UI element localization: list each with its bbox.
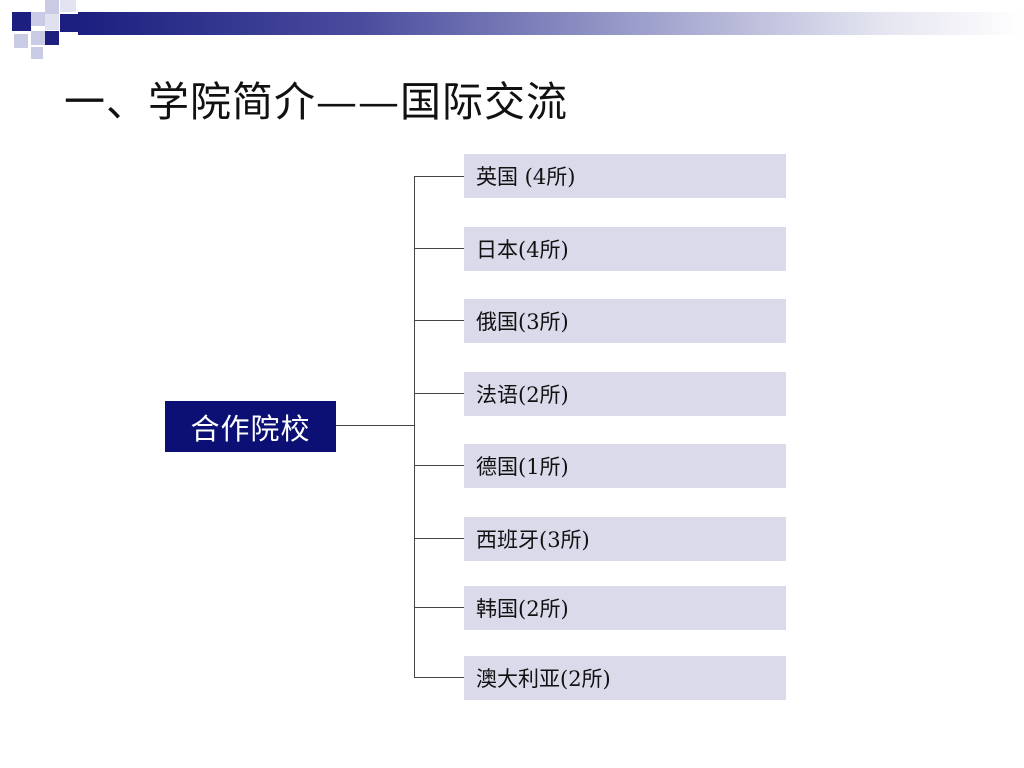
child-node-germany: 德国(1所) <box>464 444 786 488</box>
branch-line <box>414 248 464 249</box>
slide-title: 一、学院简介——国际交流 <box>64 78 568 126</box>
branch-line <box>414 677 464 678</box>
child-node-russia: 俄国(3所) <box>464 299 786 343</box>
branch-line <box>414 538 464 539</box>
corner-decoration <box>0 0 90 60</box>
root-connector <box>336 425 414 426</box>
root-node: 合作院校 <box>165 401 336 452</box>
child-node-uk: 英国 (4所) <box>464 154 786 198</box>
branch-line <box>414 176 464 177</box>
branch-line <box>414 320 464 321</box>
header-gradient-bar <box>78 12 1024 35</box>
child-node-korea: 韩国(2所) <box>464 586 786 630</box>
trunk-line <box>414 176 415 677</box>
child-node-australia: 澳大利亚(2所) <box>464 656 786 700</box>
child-node-france: 法语(2所) <box>464 372 786 416</box>
child-node-japan: 日本(4所) <box>464 227 786 271</box>
branch-line <box>414 607 464 608</box>
child-node-spain: 西班牙(3所) <box>464 517 786 561</box>
branch-line <box>414 393 464 394</box>
branch-line <box>414 465 464 466</box>
